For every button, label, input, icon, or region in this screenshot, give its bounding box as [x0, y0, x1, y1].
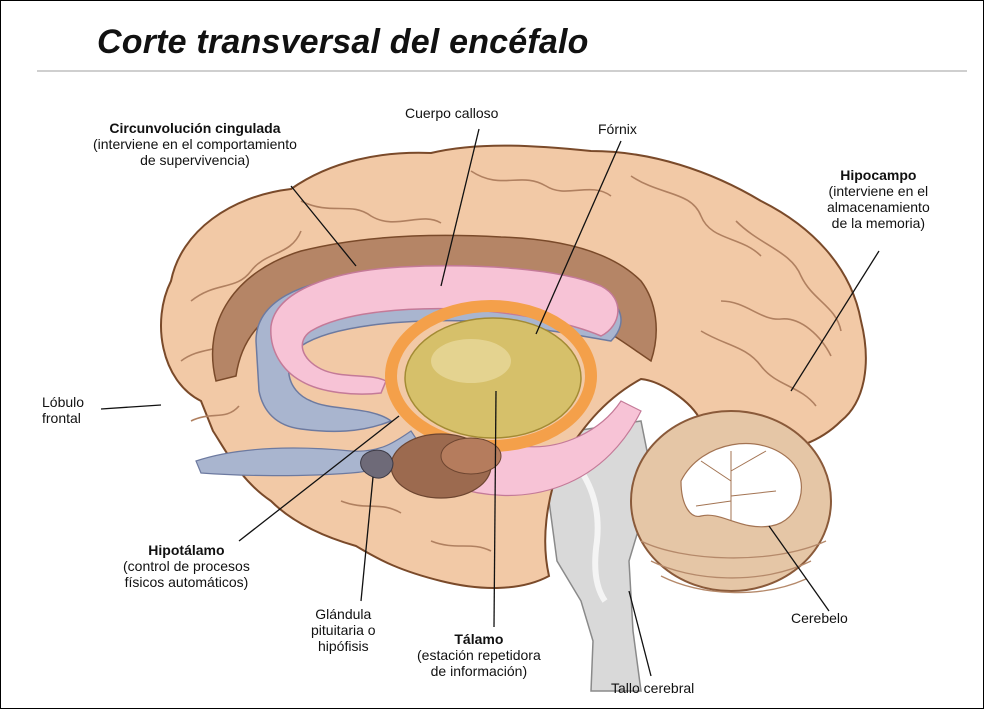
- label-corpus-callosum-name: Cuerpo calloso: [405, 105, 499, 121]
- label-fornix-name: Fórnix: [598, 121, 637, 137]
- label-cingulate: Circunvolución cingulada (interviene en …: [93, 120, 297, 168]
- label-cingulate-name: Circunvolución cingulada: [109, 120, 281, 136]
- label-frontal-lobe: Lóbulo frontal: [42, 394, 84, 426]
- label-brainstem: Tallo cerebral: [611, 680, 694, 696]
- leader-lines: [100, 128, 880, 677]
- label-thalamus-desc2: de información): [430, 663, 528, 679]
- page-title: Corte transversal del encéfalo: [97, 23, 589, 61]
- label-hippocampus-name: Hipocampo: [840, 167, 917, 183]
- cerebellum-folia: [640, 540, 827, 594]
- label-fornix: Fórnix: [598, 121, 637, 137]
- label-hypothalamus: Hipotálamo (control de procesos físicos …: [123, 542, 250, 590]
- label-pituitary-line3: hipófisis: [318, 638, 369, 654]
- mamillary-shape: [440, 437, 502, 475]
- arbor-branches: [695, 450, 777, 521]
- label-thalamus: Tálamo (estación repetidora de informaci…: [417, 631, 541, 679]
- label-thalamus-name: Tálamo: [454, 631, 504, 647]
- arbor-vitae: [680, 442, 802, 528]
- gyri-details: [180, 170, 842, 552]
- label-frontal-lobe-line1: Lóbulo: [42, 394, 85, 410]
- label-hippocampus-desc1: (interviene en el: [828, 183, 929, 199]
- label-corpus-callosum: Cuerpo calloso: [405, 105, 498, 121]
- label-thalamus-desc1: (estación repetidora: [417, 647, 541, 663]
- title-divider: [37, 70, 967, 72]
- brainstem-inner: [578, 469, 608, 603]
- label-cerebellum-name: Cerebelo: [791, 610, 848, 626]
- label-cingulate-desc1: (interviene en el comportamiento: [93, 136, 297, 152]
- label-frontal-lobe-line2: frontal: [42, 410, 81, 426]
- label-hippocampus-desc2: almacenamiento: [827, 199, 930, 215]
- label-brainstem-name: Tallo cerebral: [611, 680, 695, 696]
- label-hippocampus: Hipocampo (interviene en el almacenamien…: [827, 167, 930, 231]
- pituitary-shape: [360, 449, 394, 479]
- label-hypothalamus-desc1: (control de procesos: [123, 558, 250, 574]
- label-pituitary-line1: Glándula: [315, 606, 372, 622]
- label-pituitary: Glándula pituitaria o hipófisis: [311, 606, 376, 654]
- label-hypothalamus-name: Hipotálamo: [148, 542, 225, 558]
- label-hypothalamus-desc2: físicos automáticos): [124, 574, 249, 590]
- label-hippocampus-desc3: de la memoria): [831, 215, 926, 231]
- label-cerebellum: Cerebelo: [791, 610, 848, 626]
- label-cingulate-desc2: de supervivencia): [140, 152, 250, 168]
- label-pituitary-line2: pituitaria o: [311, 622, 376, 638]
